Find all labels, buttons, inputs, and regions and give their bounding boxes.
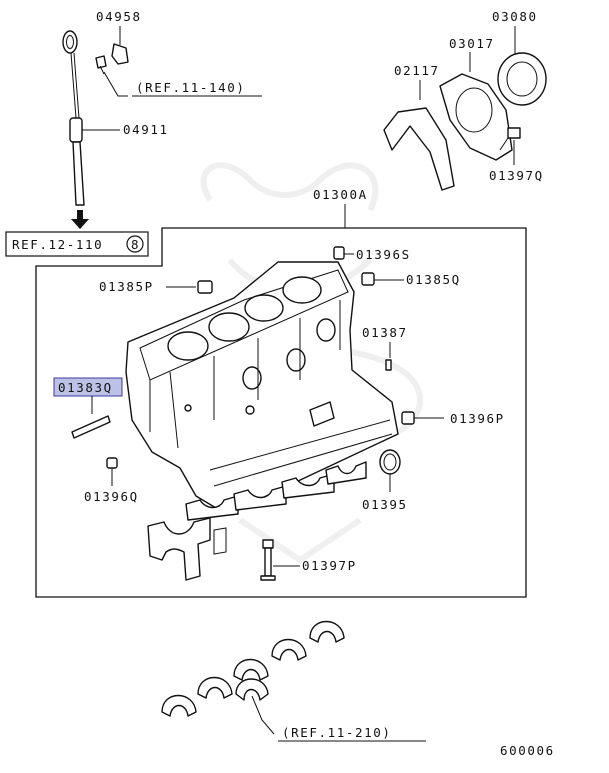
label-01395[interactable]: 01395 xyxy=(362,497,408,512)
label-01385q[interactable]: 01385Q xyxy=(406,272,461,287)
label-01397q[interactable]: 01397Q xyxy=(489,168,544,183)
crank-bearings-part[interactable] xyxy=(161,621,345,717)
block-assembly-frame xyxy=(35,227,527,598)
label-01396p[interactable]: 01396P xyxy=(450,411,505,426)
plug-01396q-part[interactable] xyxy=(106,457,118,469)
label-01396s[interactable]: 01396S xyxy=(356,247,411,262)
bolt-01397q-part[interactable] xyxy=(499,127,521,151)
ref-badge xyxy=(126,235,144,253)
label-03017[interactable]: 03017 xyxy=(449,36,495,51)
bolt-01397p-part[interactable] xyxy=(260,539,276,581)
oil-seal-03080-part[interactable] xyxy=(497,52,547,106)
label-04958[interactable]: 04958 xyxy=(96,9,142,24)
seal-ring-01395-part[interactable] xyxy=(379,449,401,475)
label-04911[interactable]: 04911 xyxy=(123,122,169,137)
pin-01387-part[interactable] xyxy=(385,359,392,371)
highlight-box-01383q xyxy=(53,377,123,397)
gasket-02117-part[interactable] xyxy=(383,107,455,191)
main-bearing-caps-part[interactable] xyxy=(147,461,367,581)
ref-badge-number: 8 xyxy=(131,237,140,252)
down-arrow-icon xyxy=(71,210,89,229)
label-01385p[interactable]: 01385P xyxy=(99,279,154,294)
bracket-04958-part[interactable] xyxy=(95,43,129,75)
label-01396q[interactable]: 01396Q xyxy=(84,489,139,504)
plug-01385q-part[interactable] xyxy=(361,272,375,286)
stud-01383q-part[interactable] xyxy=(71,415,111,439)
ref-11-210[interactable]: (REF.11-210) xyxy=(282,725,392,740)
plug-01396p-part[interactable] xyxy=(401,411,415,425)
dipstick-part[interactable] xyxy=(62,30,85,206)
label-01397p[interactable]: 01397P xyxy=(302,558,357,573)
cylinder-block-part[interactable] xyxy=(125,261,399,509)
label-01387[interactable]: 01387 xyxy=(362,325,408,340)
svg-text:REF.12-110[interactable]: REF.12-110 xyxy=(12,237,103,252)
ref-12-110-box[interactable]: REF.12-110 8 xyxy=(5,231,149,257)
diagram-id: 600006 xyxy=(500,743,555,758)
label-02117[interactable]: 02117 xyxy=(394,63,440,78)
label-03080[interactable]: 03080 xyxy=(492,9,538,24)
plug-01396s-part[interactable] xyxy=(333,246,345,260)
seal-case-03017-part[interactable] xyxy=(439,73,513,161)
label-01300a[interactable]: 01300A xyxy=(313,187,368,202)
plug-01385p-part[interactable] xyxy=(197,280,213,294)
ref-11-140[interactable]: (REF.11-140) xyxy=(136,80,246,95)
label-01383q[interactable]: 01383Q xyxy=(58,380,113,395)
